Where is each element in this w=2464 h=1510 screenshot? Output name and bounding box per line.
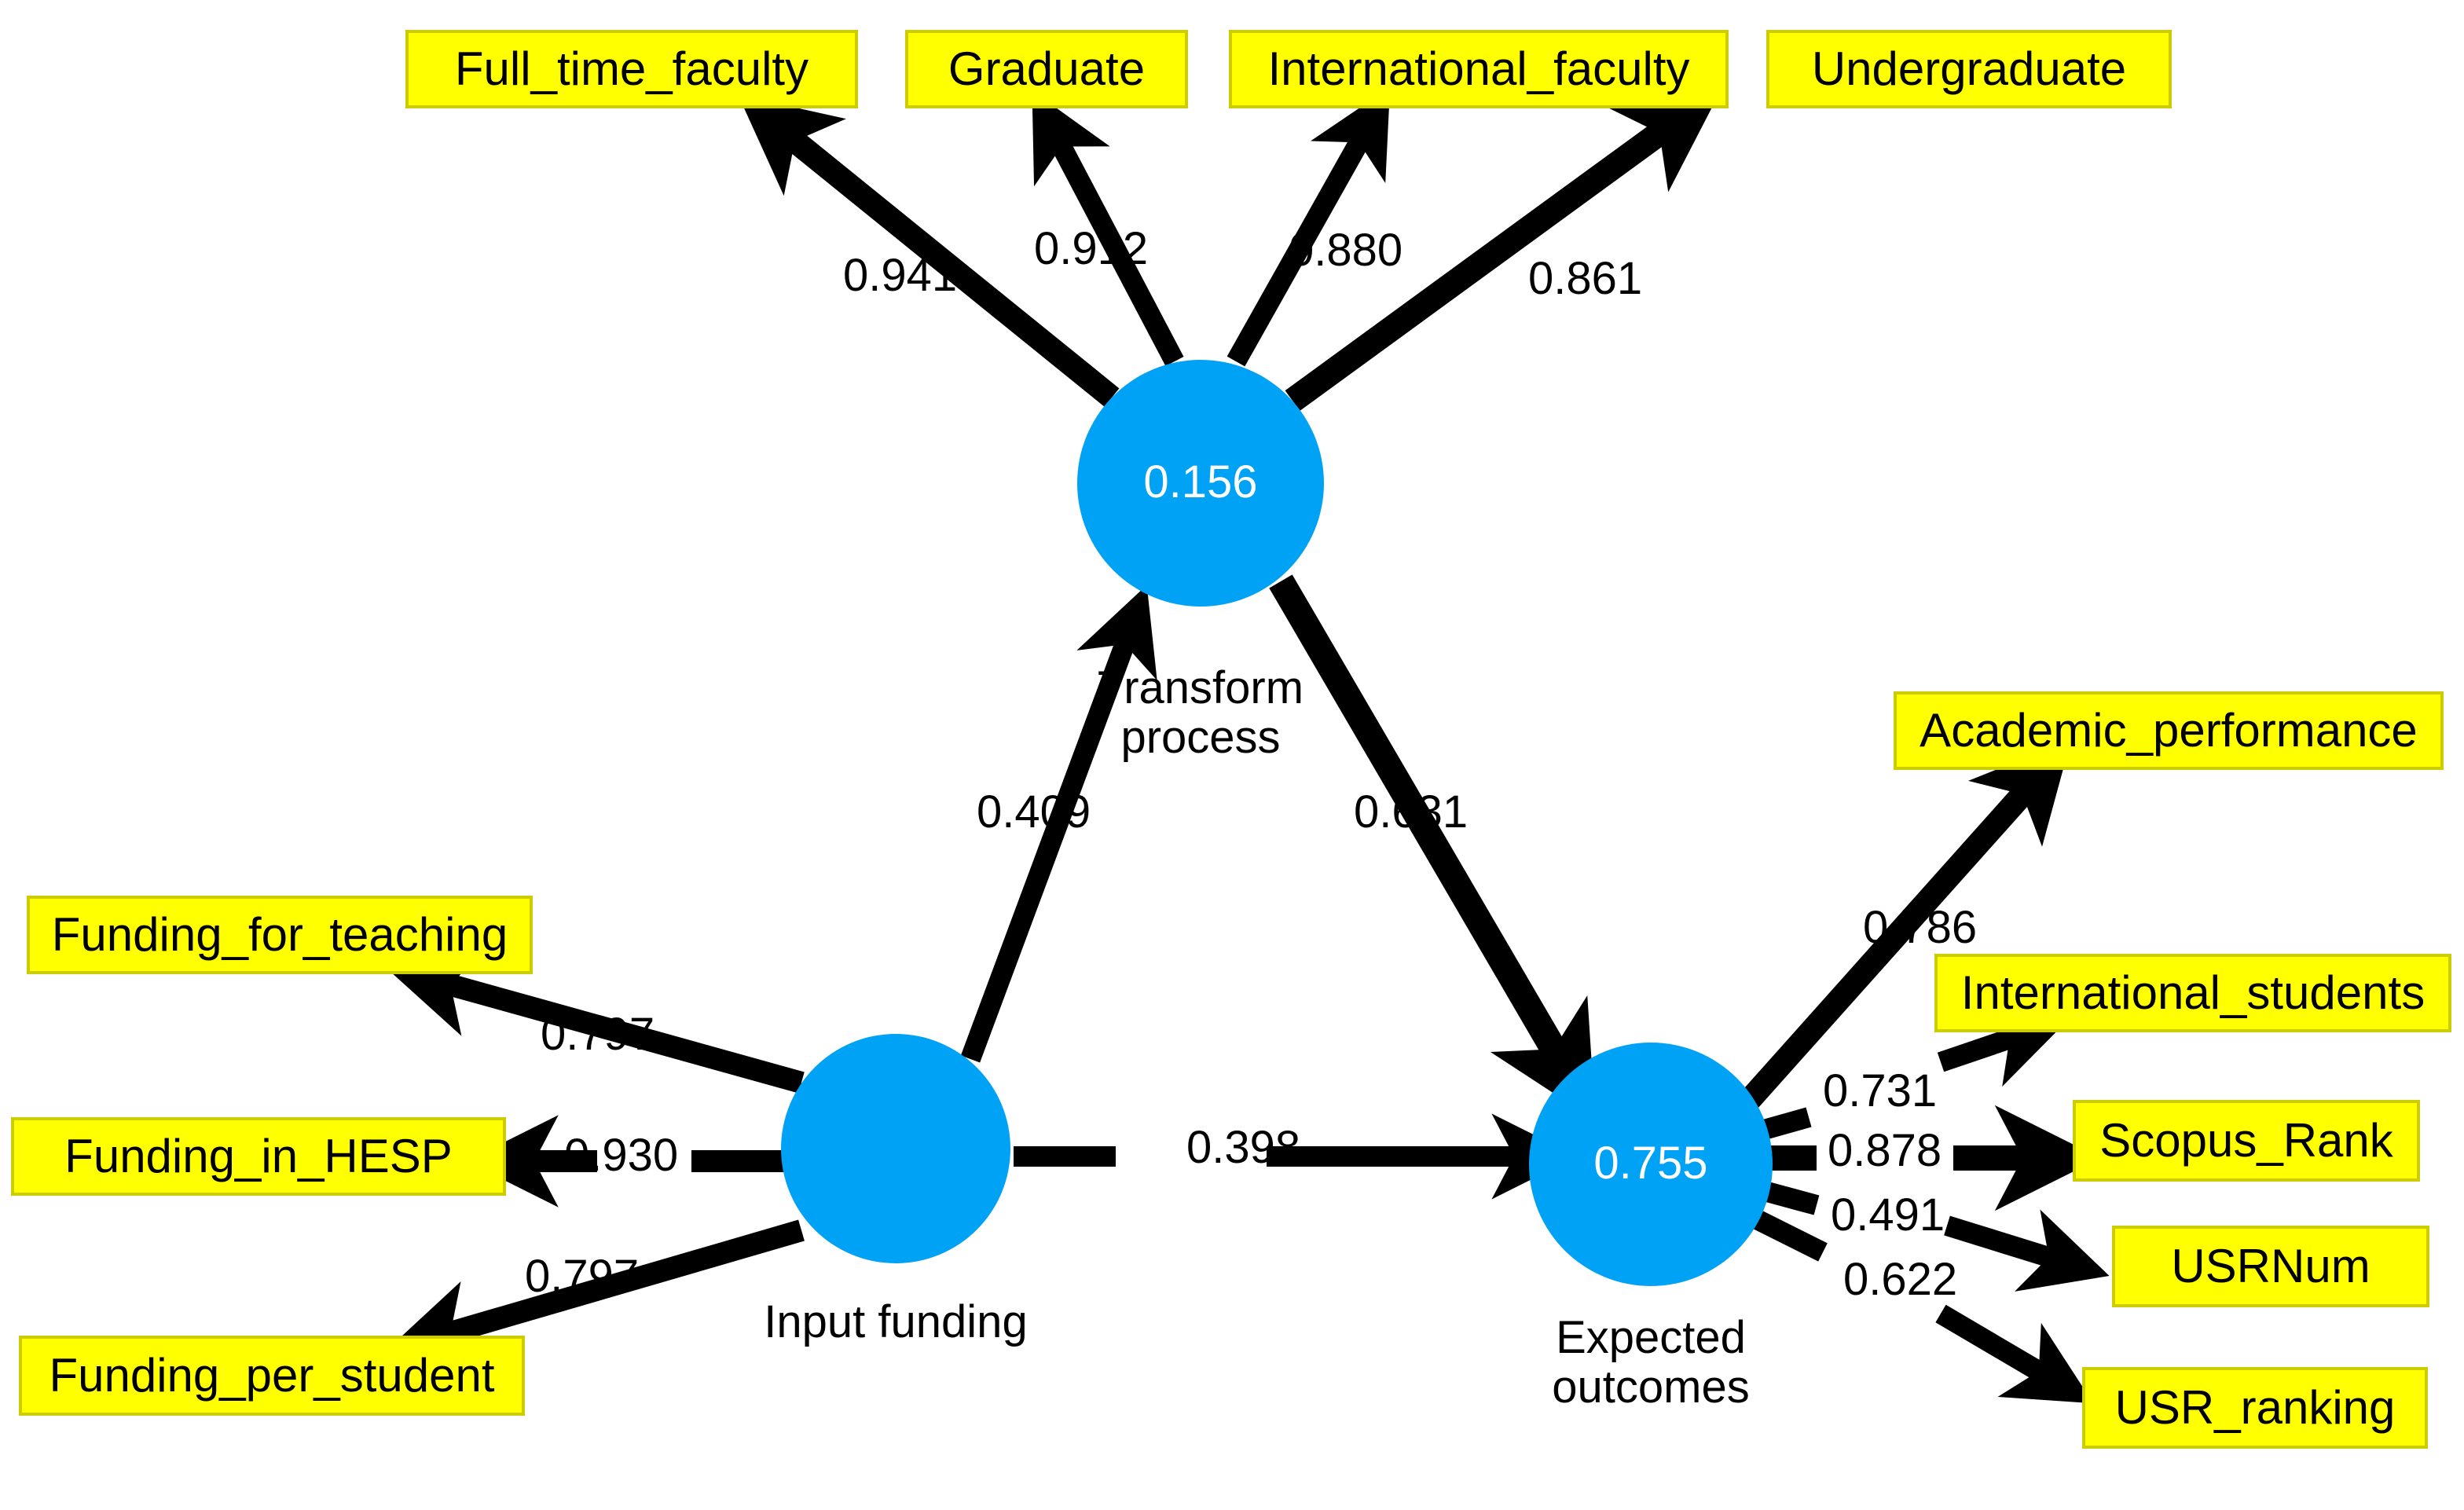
indicator-label: Undergraduate — [1811, 42, 2127, 95]
path-coefficient-transform-international-faculty: 0.880 — [1289, 225, 1403, 276]
indicator-box-funding-in-hesp[interactable]: Funding_in_HESP — [11, 1117, 506, 1196]
construct-circle-expected-outcomes[interactable] — [1529, 1043, 1773, 1286]
indicator-label: Funding_per_student — [49, 1349, 495, 1402]
path-coefficient-expected-usrnum: 0.491 — [1831, 1189, 1945, 1241]
indicator-box-graduate[interactable]: Graduate — [905, 30, 1188, 108]
construct-label-input-funding: Input funding — [764, 1296, 1028, 1347]
construct-r2-expected-outcomes: 0.755 — [1593, 1138, 1708, 1189]
arrow-input-funding-to-transform — [960, 585, 1157, 1063]
construct-label-expected-outcomes: Expected outcomes — [1552, 1312, 1750, 1413]
construct-r2-transform-process: 0.156 — [1143, 456, 1258, 508]
indicator-label: Funding_in_HESP — [64, 1130, 453, 1182]
arrow-expected-to-usr-ranking — [1746, 1207, 2094, 1404]
indicator-box-academic-performance[interactable]: Academic_performance — [1894, 691, 2444, 770]
indicator-label: International_students — [1960, 966, 2426, 1019]
construct-circle-transform-process[interactable] — [1077, 360, 1324, 607]
indicator-box-funding-per-student[interactable]: Funding_per_student — [19, 1336, 525, 1416]
path-coefficient-transform-full-time-faculty: 0.941 — [843, 250, 958, 301]
arrow-input-funding-to-funding-per-student — [385, 1219, 805, 1370]
path-coefficient-transform-undergraduate: 0.861 — [1528, 253, 1643, 304]
arrow-input-funding-to-funding-for-teaching — [384, 947, 805, 1094]
arrow-transform-to-expected-outcomes — [1269, 574, 1596, 1121]
path-coefficient-expected-usr-ranking: 0.622 — [1843, 1254, 1958, 1305]
path-coefficient-transform-expected-outcomes: 0.631 — [1354, 786, 1468, 837]
arrow-transform-to-graduate — [1032, 90, 1184, 367]
indicator-box-funding-for-teaching[interactable]: Funding_for_teaching — [27, 896, 533, 974]
indicator-label: Full_time_faculty — [454, 42, 809, 95]
path-coefficient-expected-scopus-rank: 0.878 — [1828, 1125, 1942, 1176]
path-coefficient-input-funding-funding-for-teaching: 0.797 — [541, 1009, 655, 1060]
indicator-box-international-students[interactable]: International_students — [1934, 954, 2451, 1032]
path-coefficient-expected-academic-performance: 0.786 — [1863, 902, 1978, 953]
indicator-box-undergraduate[interactable]: Undergraduate — [1766, 30, 2172, 108]
path-coefficient-input-funding-funding-per-student: 0.797 — [525, 1251, 640, 1302]
path-coefficient-input-funding-funding-in-hesp: 0.930 — [564, 1130, 679, 1181]
construct-label-transform-process: Transform process — [1097, 662, 1304, 763]
path-coefficient-input-funding-expected-outcomes: 0.398 — [1186, 1122, 1301, 1173]
arrow-transform-to-full-time-faculty — [738, 94, 1120, 407]
indicator-box-scopus-rank[interactable]: Scopus_Rank — [2073, 1100, 2420, 1182]
construct-circle-input-funding[interactable] — [781, 1034, 1010, 1263]
indicator-label: Scopus_Rank — [2099, 1114, 2393, 1167]
path-coefficient-transform-graduate: 0.912 — [1034, 223, 1149, 274]
indicator-box-international-faculty[interactable]: International_faculty — [1229, 30, 1729, 108]
indicator-box-usr-ranking[interactable]: USR_ranking — [2082, 1367, 2428, 1449]
indicator-label: Graduate — [948, 42, 1146, 95]
indicator-label: International_faculty — [1267, 42, 1690, 95]
arrow-expected-to-academic-performance — [1732, 739, 2071, 1117]
indicator-box-usrnum[interactable]: USRNum — [2112, 1226, 2429, 1307]
indicator-label: USRNum — [2171, 1240, 2370, 1292]
indicator-label: Academic_performance — [1920, 704, 2418, 757]
path-coefficient-input-funding-transform: 0.409 — [977, 786, 1091, 837]
path-coefficient-expected-international-students: 0.731 — [1823, 1065, 1938, 1116]
indicator-label: Funding_for_teaching — [51, 908, 508, 961]
arrow-transform-to-undergraduate — [1285, 86, 1723, 411]
arrow-transform-to-international-faculty — [1226, 87, 1391, 367]
indicator-box-full-time-faculty[interactable]: Full_time_faculty — [405, 30, 858, 108]
indicator-label: USR_ranking — [2114, 1381, 2396, 1434]
